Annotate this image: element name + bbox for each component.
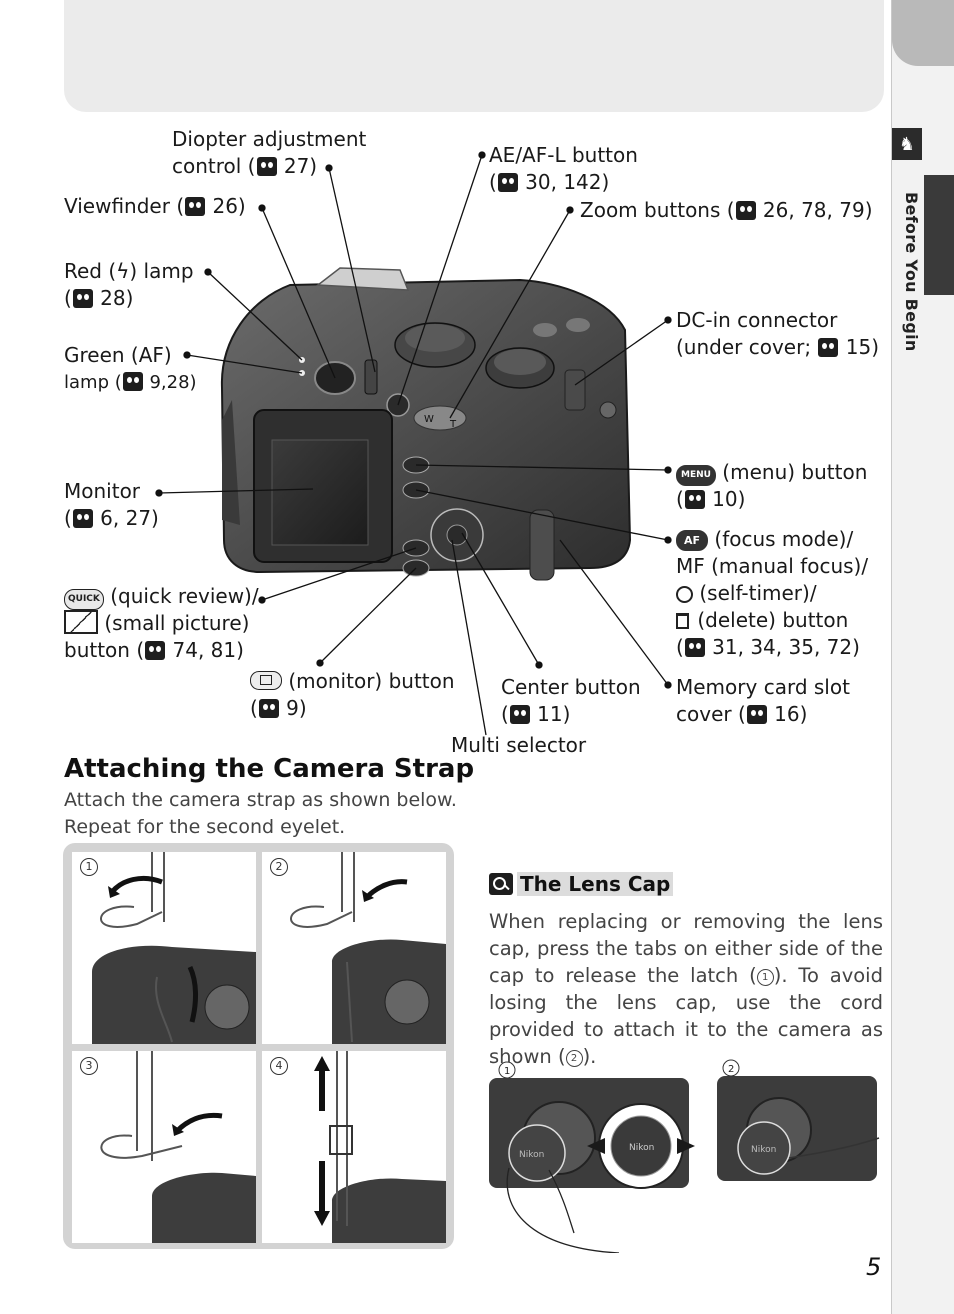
callout-viewfinder: Viewfinder ( 26) [64, 194, 246, 218]
strap-illustration-1 [92, 852, 256, 1044]
note-magnifier-icon [489, 873, 513, 895]
callout-ae-af-l: AE/AF-L button ( 30, 142) [489, 143, 638, 194]
page-ref-icon [72, 289, 93, 308]
header-panel [64, 0, 884, 112]
callout-diopter: Diopter adjustment control ( 27) [172, 127, 367, 178]
flash-icon: ϟ [116, 259, 130, 283]
strap-steps-figure: 1 2 3 [63, 843, 454, 1249]
af-badge: AF [676, 530, 709, 551]
svg-text:W: W [424, 414, 434, 425]
cap-brand: Nikon [519, 1150, 544, 1160]
side-tab-marker [924, 175, 954, 295]
self-timer-icon [676, 586, 693, 603]
callout-multi-selector: Multi selector [451, 733, 587, 757]
camera-body: W T [220, 267, 632, 581]
svg-text:T: T [449, 419, 457, 430]
camera-diagram: W T [155, 151, 672, 736]
section-title: Attaching the Camera Strap [64, 754, 475, 784]
section-tab-label: Before You Begin [902, 192, 921, 352]
callout-memory-card: Memory card slot cover ( 16) [676, 675, 850, 726]
fig-number: 1 [504, 1066, 510, 1077]
callout-focus-mode: AF (focus mode)/ MF (manual focus)/ (sel… [676, 527, 869, 659]
page-ref-icon [509, 705, 530, 724]
small-picture-icon [64, 610, 98, 634]
callout-monitor: Monitor ( 6, 27) [64, 479, 159, 530]
step-number: 2 [270, 858, 288, 876]
page-ref-icon [735, 201, 756, 220]
callout-quick-review: QUICK (quick review)/ (small picture) bu… [64, 584, 259, 662]
page-ref-icon [684, 638, 705, 657]
callout-red-lamp: Red (ϟ) lamp ( 28) [64, 259, 194, 310]
page-ref-icon [122, 372, 143, 391]
rooster-icon: ♞ [892, 128, 922, 160]
strap-step-2: 2 [262, 852, 446, 1044]
page-ref-icon [145, 641, 166, 660]
callout-center-button: Center button ( 11) [501, 675, 641, 726]
cap-brand: Nikon [629, 1143, 654, 1153]
page-ref-icon [185, 197, 206, 216]
page-ref-icon [258, 699, 279, 718]
monitor-button-icon [250, 671, 282, 690]
page-ref-icon [72, 509, 93, 528]
note-body: When replacing or removing the lens cap,… [489, 910, 883, 1068]
page-ref-icon [818, 338, 839, 357]
trash-icon [676, 613, 689, 629]
cap-brand: Nikon [751, 1145, 776, 1155]
section-intro: Attach the camera strap as shown below. … [64, 789, 457, 838]
strap-illustration-2 [290, 852, 446, 1044]
leader-lines [155, 151, 672, 736]
callout-zoom: Zoom buttons ( 26, 78, 79) [580, 198, 873, 222]
page-ref-icon [684, 490, 705, 509]
strap-step-3: 3 [72, 1051, 256, 1243]
strap-illustration-3 [100, 1051, 256, 1243]
strap-step-1: 1 [72, 852, 256, 1044]
quick-badge: QUICK [64, 589, 104, 610]
step-number: 4 [270, 1057, 288, 1075]
callout-monitor-button: (monitor) button ( 9) [250, 669, 455, 720]
callout-menu: MENU (menu) button ( 10) [676, 460, 868, 511]
callout-green-lamp: Green (AF) lamp ( 9,28) [64, 343, 197, 393]
menu-badge: MENU [676, 465, 716, 486]
page-ref-icon [256, 157, 277, 176]
step-number: 3 [80, 1057, 98, 1075]
step-number: 1 [80, 858, 98, 876]
strap-illustration-4 [314, 1051, 446, 1243]
page-number: 5 [866, 1253, 882, 1281]
note-title: The Lens Cap [489, 872, 674, 896]
lens-cap-figure: Nikon Nikon Nikon 1 2 [489, 1059, 880, 1253]
side-tab-top [892, 0, 954, 66]
page-ref-icon [746, 705, 767, 724]
page-ref-icon [497, 173, 518, 192]
strap-step-4: 4 [262, 1051, 446, 1243]
fig-number: 2 [728, 1064, 734, 1075]
callout-dc-in: DC-in connector (under cover; 15) [676, 308, 880, 359]
